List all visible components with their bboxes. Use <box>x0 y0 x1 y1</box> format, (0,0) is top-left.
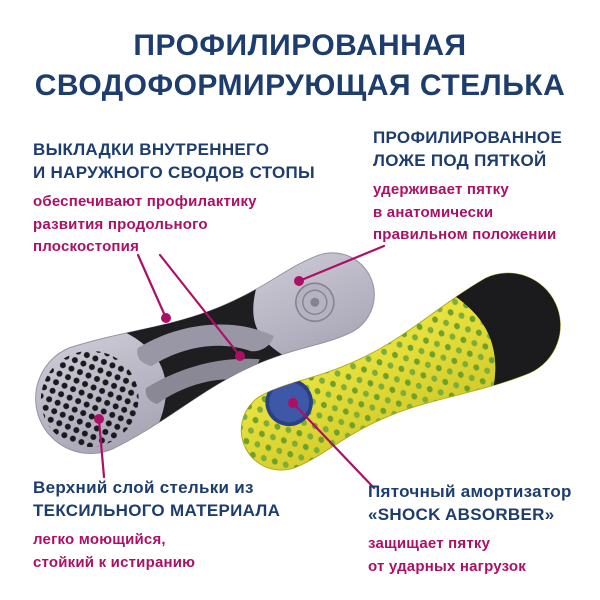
heel-seat-heading-line1: ПРОФИЛИРОВАННОЕ <box>373 128 563 147</box>
annotation-textile-layer: Верхний слой стельки из ТЕКСИЛЬНОГО МАТЕ… <box>33 477 280 574</box>
arch-support-band-upper <box>137 324 274 367</box>
callout-line-shock-absorber <box>291 401 376 490</box>
heel-seat-note-line3: правильном положении <box>373 226 557 244</box>
annotation-shock-absorber: Пяточный амортизатор «SHOCK ABSORBER» за… <box>368 481 572 578</box>
arch-pads-note-line3: плоскостопия <box>33 238 140 256</box>
heel-seat-note-line2: в анатомически <box>373 203 494 221</box>
arch-support-band-lower <box>145 358 260 404</box>
heel-seat-note-line1: удерживает пятку <box>373 181 509 199</box>
callout-line-textile <box>97 418 106 479</box>
shock-note-line1: защищает пятку <box>368 535 491 553</box>
shock-note-line2: от ударных нагрузок <box>368 557 526 575</box>
forefoot-dots-texture <box>40 350 139 448</box>
callout-dot <box>94 414 104 424</box>
callout-dots <box>94 276 304 424</box>
textile-note-line2: стойкий к истиранию <box>33 553 196 571</box>
callout-dot <box>235 351 245 361</box>
shock-heading-line2: «SHOCK ABSORBER» <box>368 504 555 524</box>
brand-emblem <box>295 282 335 323</box>
page-title-line2: СВОДОФОРМИРУЮЩАЯ СТЕЛЬКА <box>34 68 566 102</box>
shock-heading-line1: Пяточный амортизатор <box>368 482 572 501</box>
arch-pads-heading-line2: И НАРУЖНОГО СВОДОВ СТОПЫ <box>33 162 315 182</box>
callout-lines <box>97 244 386 490</box>
textile-heading-line1: Верхний слой стельки из <box>33 478 254 497</box>
textile-note-line1: легко моющийся, <box>33 531 166 549</box>
page-title-line1: ПРОФИЛИРОВАННАЯ <box>133 29 467 62</box>
textile-heading-line2: ТЕКСИЛЬНОГО МАТЕРИАЛА <box>33 500 281 520</box>
callout-dot <box>161 313 171 323</box>
arch-pads-note-line2: развития продольного <box>33 215 208 233</box>
page-title: ПРОФИЛИРОВАННАЯ СВОДОФОРМИРУЮЩАЯ СТЕЛЬКА <box>0 26 600 105</box>
arch-pads-heading-line1: ВЫКЛАДКИ ВНУТРЕННЕГО <box>33 140 270 159</box>
annotation-arch-pads: ВЫКЛАДКИ ВНУТРЕННЕГО И НАРУЖНОГО СВОДОВ … <box>33 139 315 259</box>
callout-dot <box>288 398 298 408</box>
callout-line-heel-seat <box>297 244 386 283</box>
callout-line-inner-arch <box>136 253 168 320</box>
arch-pads-note-line1: обеспечивают профилактику <box>33 193 257 211</box>
annotation-heel-seat: ПРОФИЛИРОВАННОЕ ЛОЖЕ ПОД ПЯТКОЙ удержива… <box>373 127 562 247</box>
green-dots-texture <box>241 273 561 470</box>
callout-dot <box>294 276 304 286</box>
callout-line-outer-arch <box>158 253 242 358</box>
heel-seat-heading-line2: ЛОЖЕ ПОД ПЯТКОЙ <box>373 150 547 170</box>
